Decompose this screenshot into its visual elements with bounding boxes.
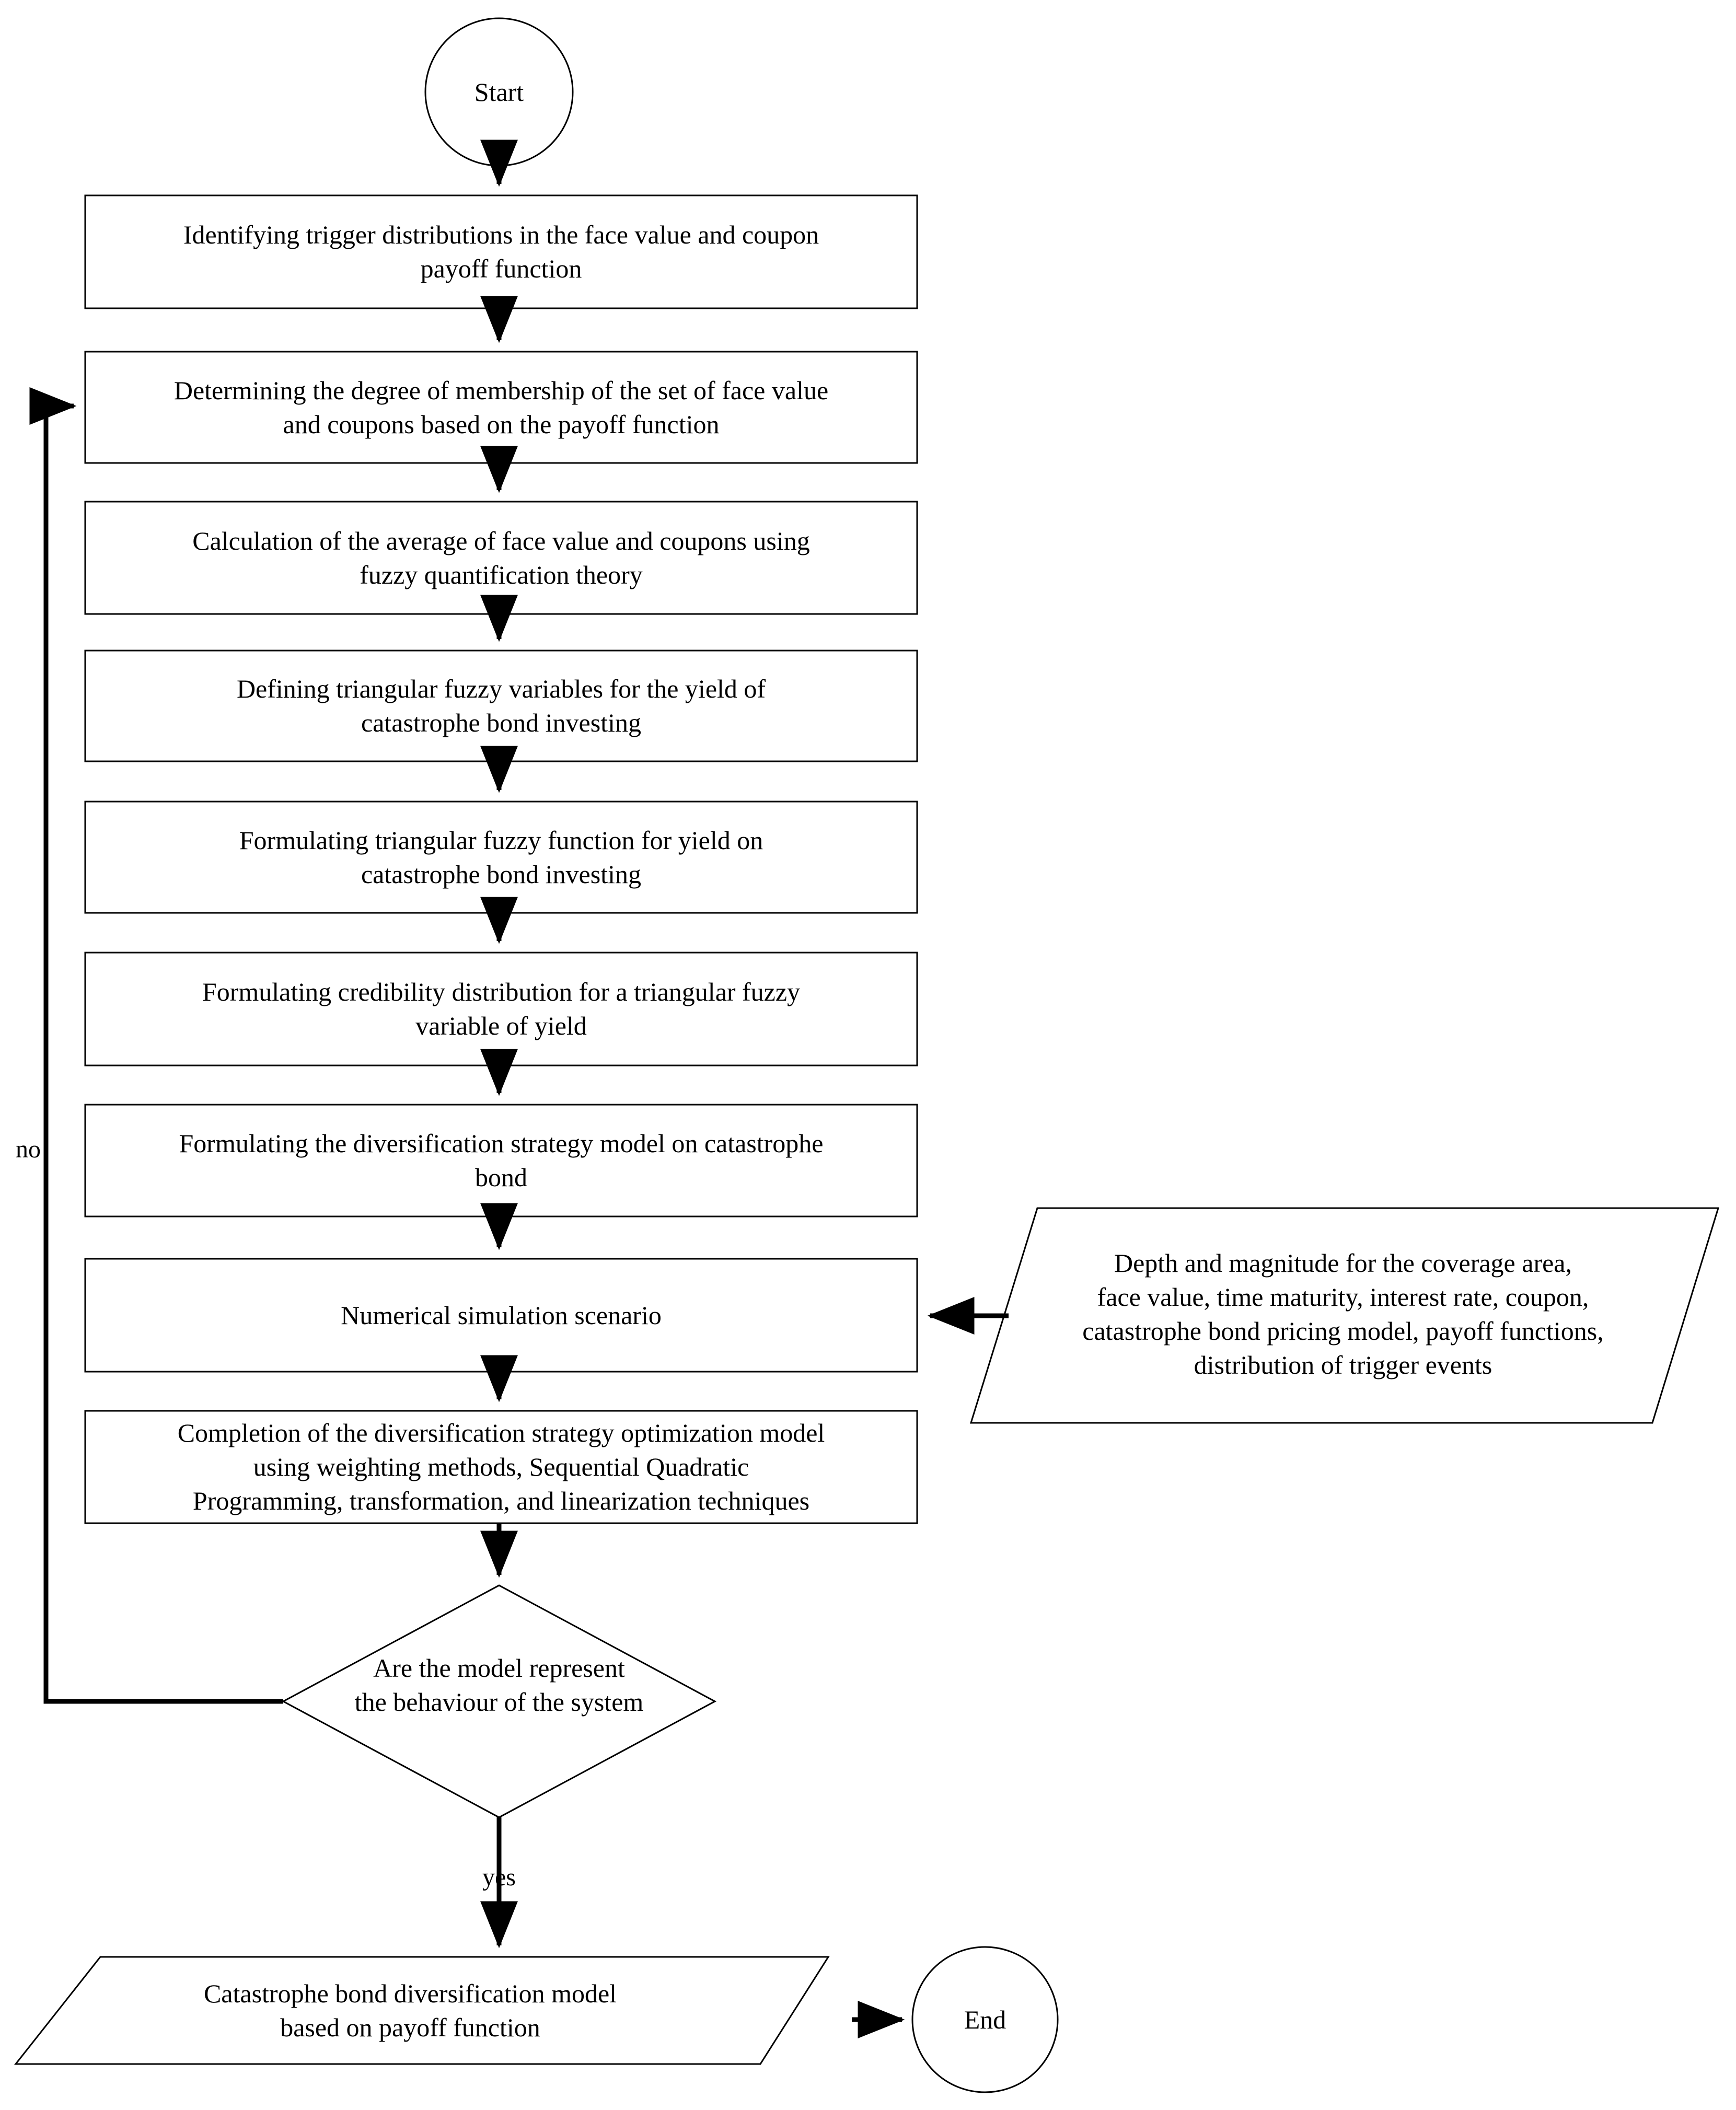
connector-decision-no-feedback: [29, 387, 283, 1704]
step2-box-shape: [84, 351, 918, 464]
step8-box-shape: [84, 1258, 918, 1373]
step4-box-shape: [84, 650, 918, 762]
step7-box-shape: [84, 1104, 918, 1218]
decision-diamond-shape: [281, 1584, 717, 1818]
edge-label-no: no: [16, 1135, 41, 1163]
end-node-shape: [911, 1946, 1059, 2093]
input-parallelogram-shape: [969, 1207, 1720, 1424]
step1-box-shape: [84, 194, 918, 309]
step3-box-shape: [84, 501, 918, 615]
step9-box-shape: [84, 1410, 918, 1524]
output-parallelogram-shape: [14, 1956, 830, 2065]
step6-box-shape: [84, 952, 918, 1066]
edge-label-yes: yes: [482, 1863, 516, 1891]
start-node-shape: [424, 17, 574, 167]
step5-box-shape: [84, 801, 918, 914]
